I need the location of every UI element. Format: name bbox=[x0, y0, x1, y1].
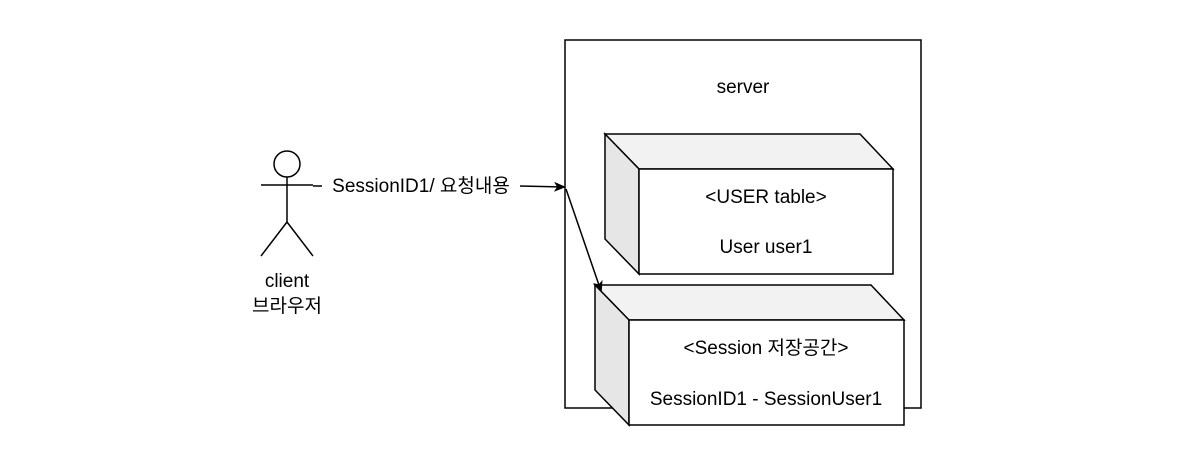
session-store-top-face bbox=[593, 284, 906, 321]
user-table-title: <USER table> bbox=[705, 187, 826, 208]
actor-right-leg bbox=[286, 221, 314, 257]
actor-name: client bbox=[265, 271, 310, 292]
server-label: server bbox=[717, 77, 770, 98]
session-store-box[interactable]: <Session 저장공간> SessionID1 - SessionUser1 bbox=[593, 283, 906, 427]
arrow-line-right bbox=[519, 181, 566, 192]
session-store-title: <Session 저장공간> bbox=[684, 337, 849, 359]
arrow-label: SessionID1/ 요청내용 bbox=[332, 175, 510, 197]
user-table-box[interactable]: <USER table> User user1 bbox=[603, 132, 895, 276]
session-arrow[interactable] bbox=[565, 188, 603, 293]
user-table-top-face bbox=[603, 133, 895, 170]
client-actor[interactable] bbox=[260, 150, 314, 257]
session-store-content: SessionID1 - SessionUser1 bbox=[650, 389, 882, 410]
user-table-content: User user1 bbox=[720, 237, 813, 258]
actor-subtitle: 브라우저 bbox=[252, 295, 322, 317]
user-table-front-face bbox=[638, 168, 894, 275]
actor-head bbox=[273, 150, 301, 178]
session-store-front-face bbox=[628, 319, 905, 426]
actor-left-leg bbox=[260, 221, 288, 257]
request-arrow[interactable]: SessionID1/ 요청내용 bbox=[313, 175, 566, 197]
